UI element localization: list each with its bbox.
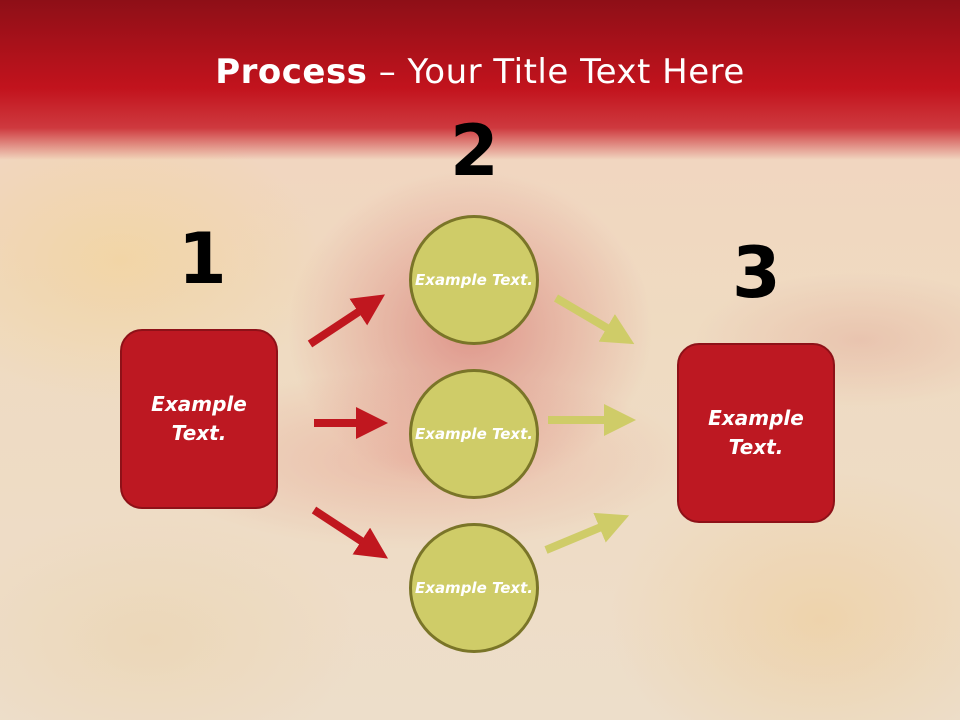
left-step-text: Example Text.	[151, 392, 247, 445]
title-rest: – Your Title Text Here	[367, 52, 745, 92]
arrow-left-to-top	[307, 294, 386, 348]
title-bold: Process	[215, 52, 368, 92]
step-number-1: 1	[178, 218, 227, 300]
arrow-top-to-right	[553, 294, 635, 345]
circle-middle: Example Text.	[409, 369, 539, 499]
step-number-3: 3	[732, 232, 781, 314]
circle-bottom: Example Text.	[409, 523, 539, 653]
arrow-bottom-to-right	[544, 512, 630, 554]
title-bar	[0, 0, 960, 160]
circle-bottom-text: Example Text.	[415, 578, 533, 597]
slide-title: Process – Your Title Text Here	[0, 52, 960, 92]
left-step-box: Example Text.	[120, 329, 278, 509]
circle-middle-text: Example Text.	[415, 424, 533, 443]
step-number-2: 2	[450, 110, 499, 192]
right-step-text: Example Text.	[708, 406, 804, 459]
circle-top: Example Text.	[409, 215, 539, 345]
arrow-left-to-bottom	[311, 506, 389, 559]
circle-top-text: Example Text.	[415, 270, 533, 289]
right-step-box: Example Text.	[677, 343, 835, 523]
